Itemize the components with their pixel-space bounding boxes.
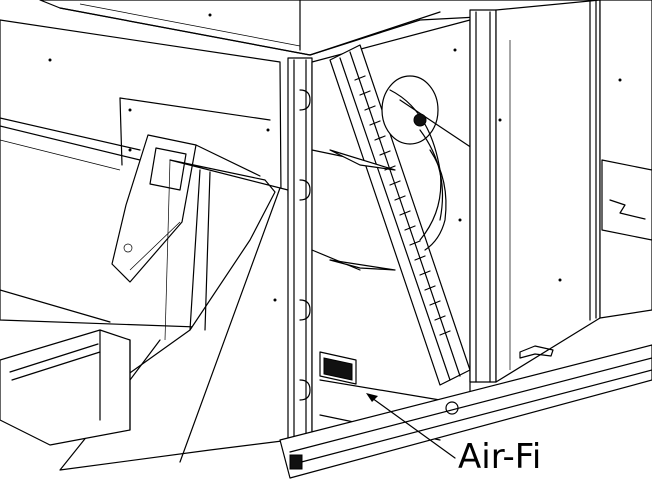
corner-post: [287, 57, 313, 469]
air-fi-callout-label: Air-Fi: [458, 437, 542, 477]
base-rail: [279, 344, 652, 479]
control-bracket: [111, 134, 261, 283]
right-side-panel: [495, 0, 601, 383]
base-tray-left: [0, 329, 131, 446]
air-fi-leader: [366, 393, 456, 459]
rivets: [48, 13, 622, 302]
air-fi-module: [319, 351, 357, 385]
far-right-panel: [599, 0, 652, 319]
right-corner-post: [469, 9, 497, 383]
fan-motor-assembly: [381, 75, 476, 251]
coil-slab: [329, 44, 471, 386]
